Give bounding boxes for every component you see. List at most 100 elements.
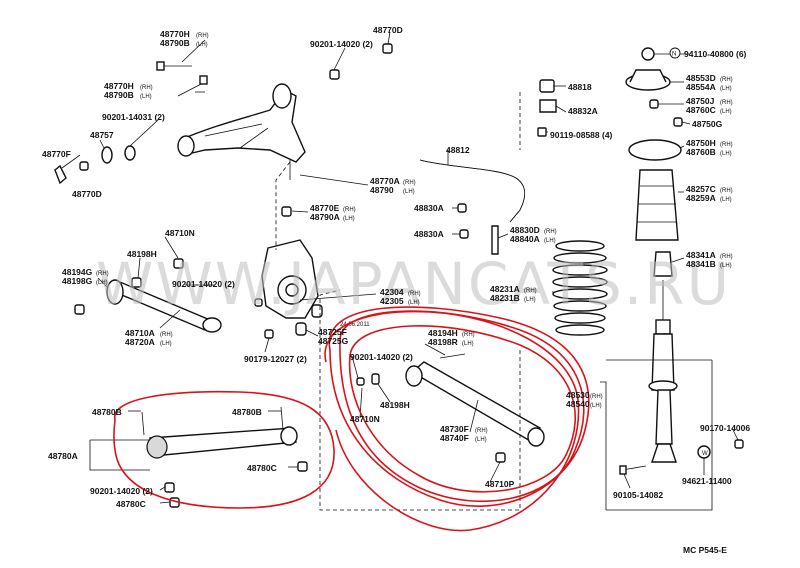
clip-48770F [54,164,67,185]
label-90201-14020-top: 90201-14020 (2) [310,39,373,49]
n-marker-letter: N [672,52,676,58]
lateral-arm-48730F [356,353,545,463]
axle-carrier [261,239,323,339]
label-48760C-side: (LH) [720,109,732,115]
label-48818: 48818 [568,82,592,92]
red-highlight-ellipse-large [324,306,590,532]
label-48790: 48790 [370,185,394,195]
date-stamp: 24.06.2011 [340,322,370,328]
label-48530: 48530 [566,390,590,400]
label-48530-side: (RH) [590,394,603,400]
bolt-48770H-lower [177,75,208,97]
label-48554A: 48554A [686,82,716,92]
label-48257C-side: (RH) [720,188,733,194]
label-90170-14006: 90170-14006 [700,423,750,433]
label-48840A: 48840A [510,234,540,244]
bolt-48770H-upper [156,61,192,71]
label-48720A: 48720A [125,337,155,347]
nut-48770E [281,206,292,217]
label-42304: 42304 [380,287,404,297]
label-48540-side: (LH) [590,403,602,409]
label-48760C: 48760C [686,105,716,115]
label-48770A: 48770A [370,176,400,186]
label-48554A-side: (LH) [720,86,732,92]
label-48198H: 48198H [127,249,157,259]
label-48231A-side: (RH) [524,288,537,294]
label-48760B-side: (LH) [720,151,732,157]
nut-48710N-top [173,258,184,269]
diagram-code: MC P545-E [683,545,727,555]
red-highlight-ellipse-small [113,390,335,509]
label-48740F-side: (LH) [475,437,487,443]
label-42305-side: (LH) [408,300,420,306]
label-48720A-side: (LH) [160,341,172,347]
upper-control-arm [177,83,306,180]
label-48840A-side: (LH) [544,238,556,244]
label-94621-11400: 94621-11400 [682,476,732,486]
label-90105-14082: 90105-14082 [613,490,663,500]
label-48790A-side: (LH) [343,216,355,222]
label-48750J-side: (RH) [720,100,733,106]
label-90179-12027: 90179-12027 (2) [244,354,307,364]
label-48770E-side: (RH) [343,207,356,213]
w-marker-letter: W [702,451,708,457]
label-48770H-2-side: (RH) [140,85,153,91]
nut-48770D-top [382,43,393,54]
label-48194G: 48194G [62,267,93,277]
label-48750J: 48750J [686,96,715,106]
label-48757: 48757 [90,130,114,140]
n-marker-circle [669,47,681,59]
label-48194G-side: (RH) [96,271,109,277]
label-48231B: 48231B [490,293,520,303]
nut-48770D-left [79,161,89,171]
label-48770F: 48770F [42,149,71,159]
label-48750G: 48750G [692,119,723,129]
label-48750H-side: (RH) [720,142,733,148]
label-48710A: 48710A [125,328,155,338]
label-42304-side: (RH) [408,291,421,297]
label-48725G: 48725G [318,336,349,346]
label-48740F: 48740F [440,433,469,443]
label-48790B-2: 48790B [104,90,134,100]
stabilizer-bar [419,79,557,255]
label-48710A-side: (RH) [160,332,173,338]
label-90201-14020-bot: 90201-14020 (2) [90,486,153,496]
label-48257C: 48257C [686,184,716,194]
label-48540: 48540 [566,399,590,409]
label-48770H-side: (RH) [196,33,209,39]
label-90201-14031: 90201-14031 (2) [102,112,165,122]
label-48198R-side: (LH) [462,341,474,347]
label-48790A: 48790A [310,212,340,222]
label-48780C-2: 48780C [116,499,146,509]
label-48770H-2: 48770H [104,81,134,91]
label-48780B: 48780B [92,407,122,417]
label-90119-08588: 90119-08588 (4) [550,130,613,140]
label-48830D-side: (RH) [544,229,557,235]
label-48553D: 48553D [686,73,716,83]
label-48790B: 48790B [160,38,190,48]
washer-90201-14031 [124,145,136,161]
label-48194H: 48194H [428,328,458,338]
label-48770A-side: (RH) [403,180,416,186]
label-48832A: 48832A [568,106,598,116]
label-48770D-2: 48770D [72,189,102,199]
label-48710N-2: 48710N [350,414,380,424]
label-48259A: 48259A [686,193,716,203]
strut-assembly [619,47,744,475]
label-48790-side: (LH) [403,189,415,195]
part-labels: 48770H (RH) 48790B (LH) 48770D 90201-140… [42,25,750,555]
label-48780C: 48780C [247,463,277,473]
label-48780B-2: 48780B [232,407,262,417]
label-48830A-2: 48830A [414,229,444,239]
label-48198G: 48198G [62,276,93,286]
label-48760B: 48760B [686,147,716,157]
label-48725F: 48725F [318,327,347,337]
label-42305: 42305 [380,296,404,306]
frame-lines [89,92,713,511]
label-90201-14020-mid: 90201-14020 (2) [172,279,235,289]
label-48770D: 48770D [373,25,403,35]
label-48780A: 48780A [48,451,78,461]
label-48790B-side: (LH) [196,42,208,48]
label-48341A: 48341A [686,250,716,260]
label-48812: 48812 [446,145,470,155]
